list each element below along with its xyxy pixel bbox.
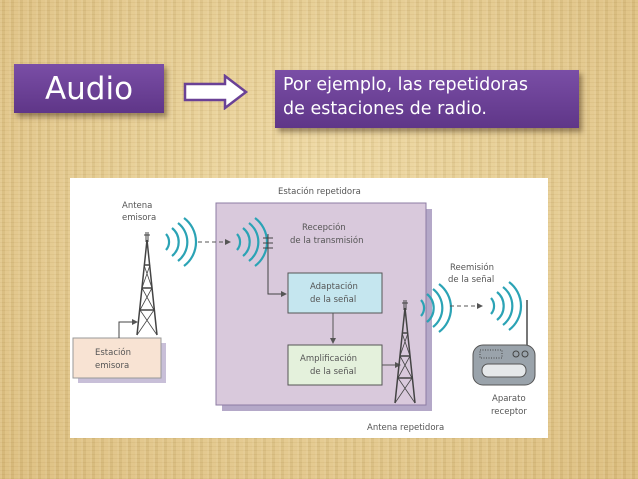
adaptation-label-1: Adaptación: [310, 281, 358, 292]
right-arrow-icon: [183, 74, 249, 110]
reemission-label-1: Reemisión: [450, 262, 494, 273]
emitting-antenna-label-2: emisora: [122, 213, 156, 223]
reemission-label-2: de la señal: [448, 275, 494, 285]
reception-line: [267, 234, 287, 297]
repeater-station-label: Estación repetidora: [278, 186, 361, 197]
reception-antenna-icon: [263, 237, 273, 249]
amplification-label-1: Amplificación: [300, 353, 357, 364]
emitting-antenna-label-1: Antena: [122, 201, 152, 211]
audio-title: Audio: [44, 70, 134, 107]
reception-label-1: Recepción: [302, 222, 346, 233]
emitting-tower-icon: [136, 231, 158, 336]
emitting-station-label-2: emisora: [95, 361, 129, 371]
emitting-waves-icon: [164, 216, 198, 268]
repeater-antenna-label: Antena repetidora: [367, 423, 444, 433]
example-text-box: Por ejemplo, las repetidoras de estacion…: [275, 70, 579, 128]
emitting-station-box: [72, 337, 162, 379]
radio-receiver-icon: [472, 344, 536, 386]
amplification-label-2: de la señal: [310, 367, 356, 377]
example-line-1: Por ejemplo, las repetidoras: [283, 75, 528, 95]
example-line-2: de estaciones de radio.: [283, 99, 487, 119]
emitting-station-label-1: Estación: [95, 347, 131, 358]
audio-title-box: Audio: [14, 64, 164, 113]
receiver-label-1: Aparato: [492, 394, 526, 404]
station-to-tower-line: [118, 319, 138, 338]
receiver-label-2: receptor: [491, 407, 527, 417]
adaptation-label-2: de la señal: [310, 295, 356, 305]
amplification-box: [287, 344, 383, 386]
adaptation-box: [287, 272, 383, 314]
repeater-diagram: Estación repetidora Antena emisora Recep…: [70, 178, 548, 438]
reception-label-2: de la transmisión: [290, 235, 363, 246]
receiver-waves-icon: [489, 280, 523, 332]
